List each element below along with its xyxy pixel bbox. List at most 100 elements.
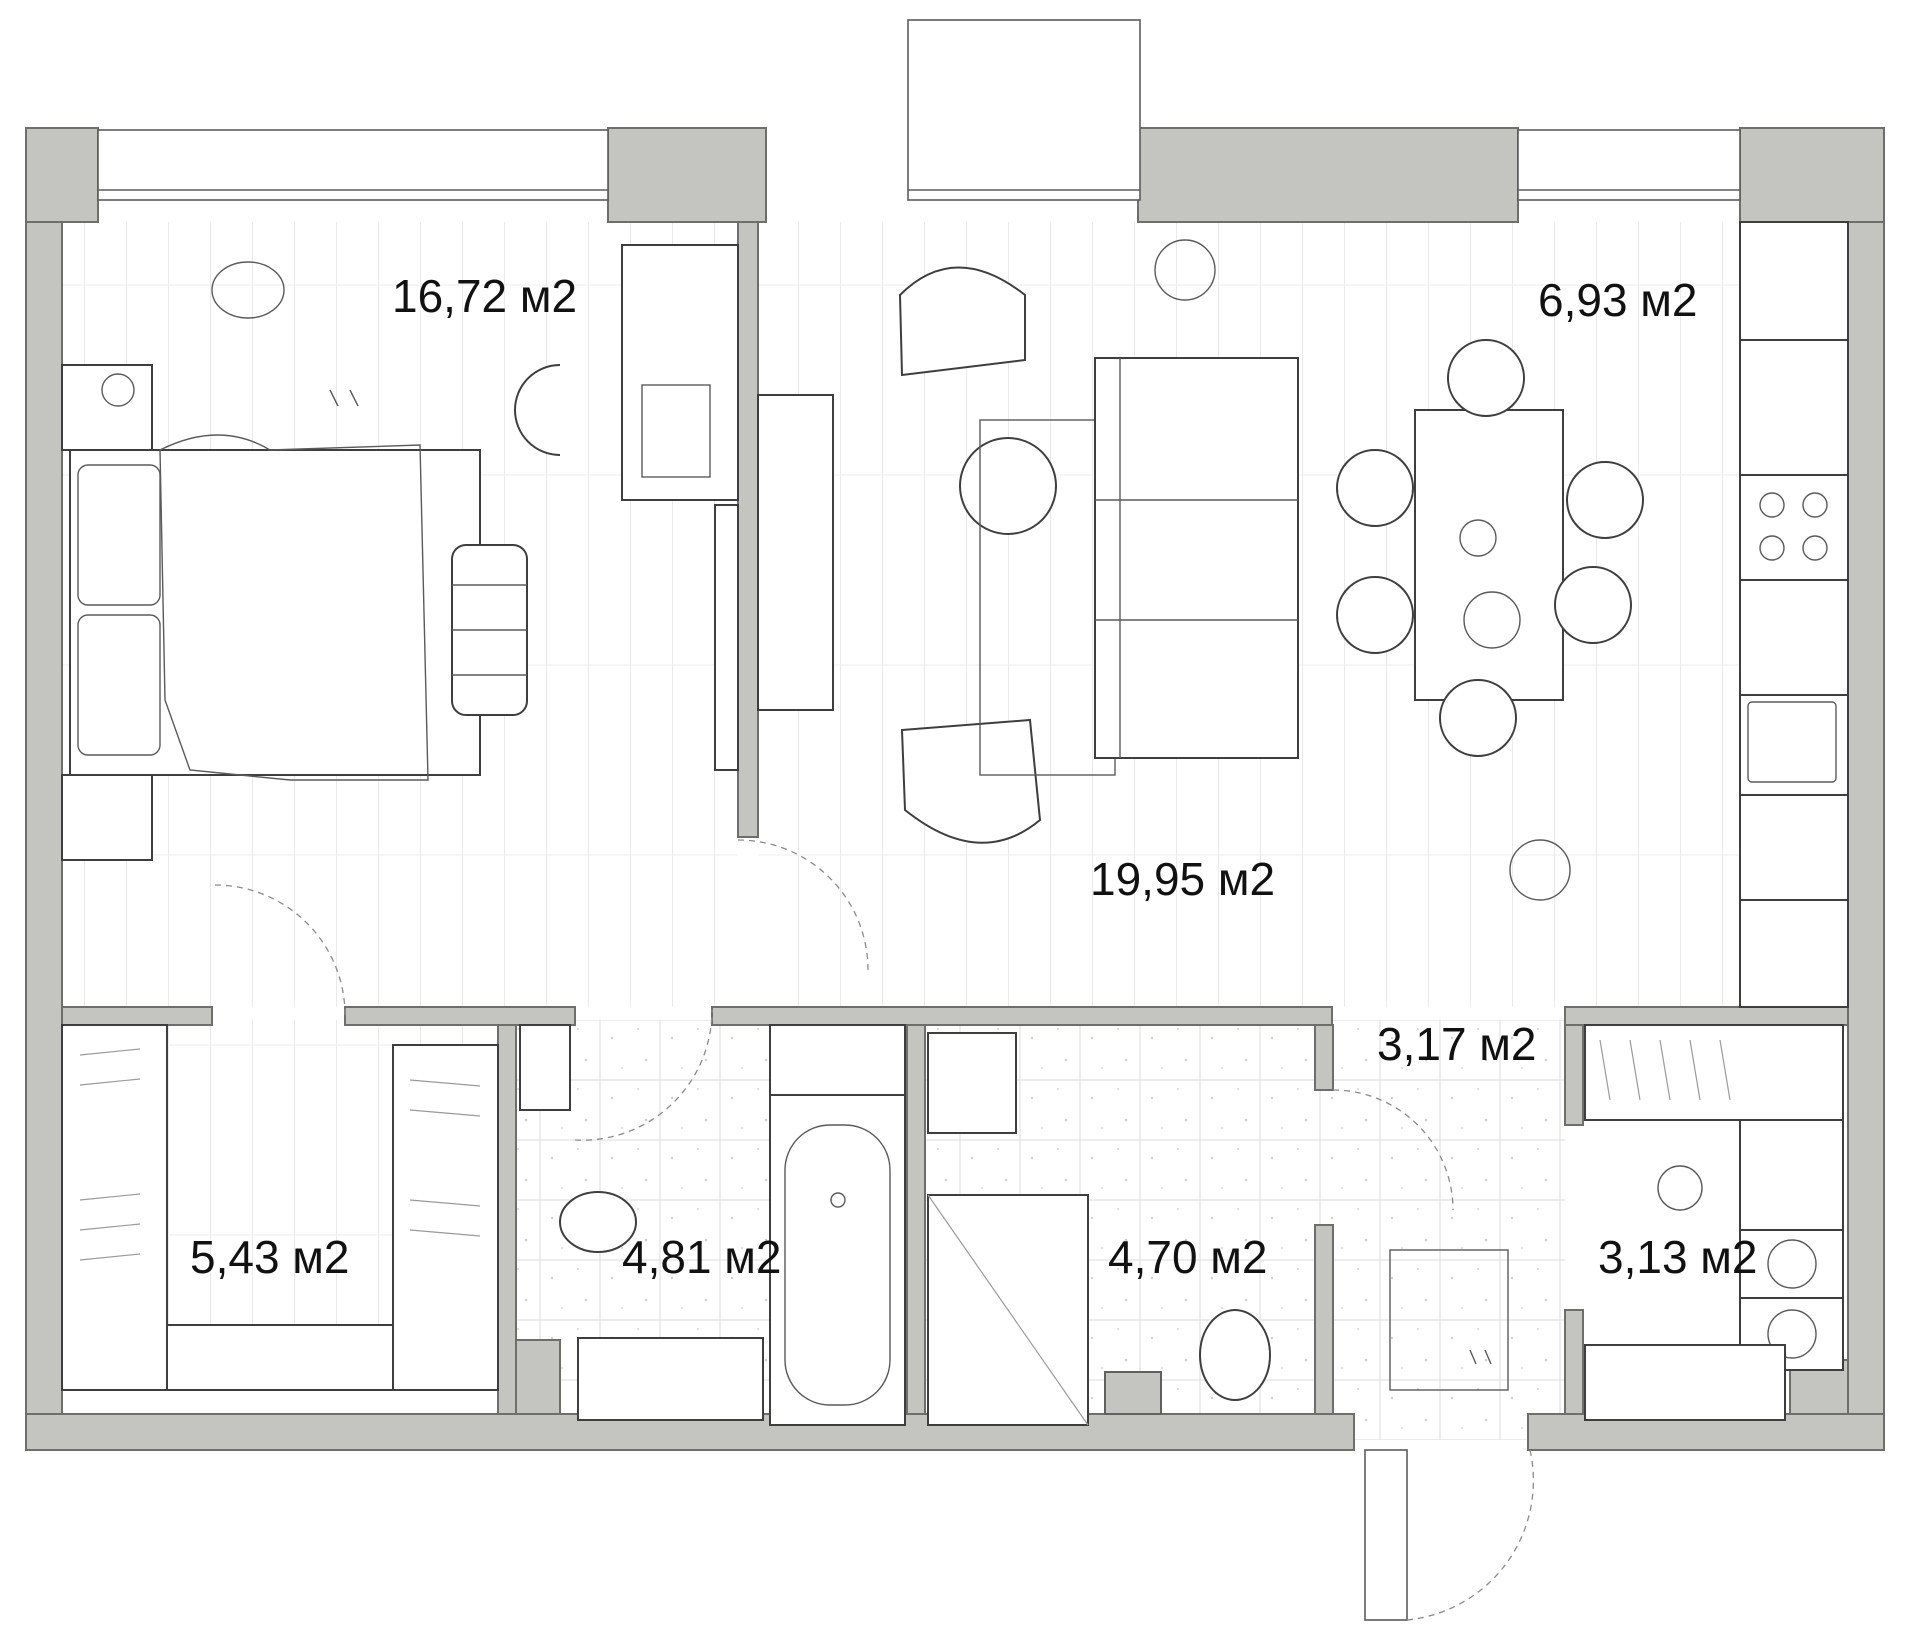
door-swing-bedroom xyxy=(737,839,869,971)
slippers-icon xyxy=(329,389,359,407)
wall-top-4 xyxy=(1739,127,1885,223)
dining-chair-1 xyxy=(1447,339,1525,417)
area-label-bathroom: 4,81 м2 xyxy=(622,1231,782,1283)
area-label-kitchen: 6,93 м2 xyxy=(1538,274,1698,326)
area-label-wardrobe-left: 5,43 м2 xyxy=(190,1231,350,1283)
kitchen-unit-1 xyxy=(1739,221,1849,341)
wall-mid-4 xyxy=(1564,1006,1849,1026)
wall-right xyxy=(1847,127,1885,1451)
entrance-door xyxy=(1364,1449,1408,1621)
window-kitchen xyxy=(1517,129,1741,201)
desk-chair xyxy=(514,364,561,456)
bathroom-furniture xyxy=(519,1024,906,1426)
wall-hall-bottom xyxy=(1314,1224,1334,1415)
area-label-wc: 4,70 м2 xyxy=(1108,1231,1268,1283)
dining-table xyxy=(1414,409,1564,701)
area-label-living: 19,95 м2 xyxy=(1090,853,1275,905)
cooktop xyxy=(1739,474,1849,581)
window-bedroom xyxy=(97,129,609,201)
bath-cabinet xyxy=(519,1024,571,1111)
wall-top-3 xyxy=(1137,127,1519,223)
wc-furniture xyxy=(927,1032,1271,1426)
wc-cabinet xyxy=(927,1032,1017,1134)
area-labels: 16,72 м2 6,93 м2 19,95 м2 3,17 м2 5,43 м… xyxy=(190,270,1758,1283)
cake-icon xyxy=(1463,591,1521,649)
door-swing-wc xyxy=(1332,1089,1454,1211)
area-label-hall: 3,17 м2 xyxy=(1377,1018,1537,1070)
door-swing-wardrobe xyxy=(214,884,346,1016)
bedroom-furniture xyxy=(61,244,739,861)
wardrobe-right-furniture xyxy=(1584,1024,1844,1421)
blanket xyxy=(159,434,429,781)
wall-left xyxy=(25,127,63,1451)
wall-mid-1 xyxy=(61,1006,213,1026)
wc-box xyxy=(1104,1371,1162,1415)
wall-wardrobe-bottom xyxy=(1564,1309,1584,1415)
kitchen-units xyxy=(1739,221,1849,1008)
hall-floor xyxy=(1315,1020,1565,1440)
closet-top xyxy=(1584,1024,1844,1121)
kitchen-sink xyxy=(1739,694,1849,796)
tv-stand xyxy=(714,504,739,771)
washer xyxy=(1739,1229,1844,1299)
wall-top-2 xyxy=(607,127,767,223)
door-swing-entrance xyxy=(1406,1449,1535,1621)
wardrobe-rail-right xyxy=(392,1044,499,1391)
desk xyxy=(621,244,739,501)
area-label-wardrobe-right: 3,13 м2 xyxy=(1598,1231,1758,1283)
shoe-cabinet xyxy=(1584,1344,1786,1421)
closet-side xyxy=(1739,1119,1844,1231)
plate-icon xyxy=(1459,519,1497,557)
dining-chair-4 xyxy=(1336,576,1414,654)
dishwasher xyxy=(1739,794,1849,901)
wardrobe-rail-left xyxy=(61,1024,168,1391)
door-swings xyxy=(214,839,1535,1621)
dining-chair-2 xyxy=(1336,449,1414,527)
nightstand-bottom xyxy=(61,774,153,861)
wc-toilet xyxy=(1199,1309,1271,1401)
dining-chair-3 xyxy=(1566,461,1644,539)
wall-hall-top xyxy=(1314,1024,1334,1091)
shaft-2 xyxy=(1104,1371,1162,1415)
wall-wardrobe-top xyxy=(1564,1024,1584,1126)
laptop-icon xyxy=(641,384,711,478)
doormat xyxy=(1389,1249,1509,1391)
washbasin xyxy=(577,1337,764,1421)
towel-shelf xyxy=(769,1024,906,1096)
balcony-door xyxy=(907,19,1141,201)
shoes-icon xyxy=(1469,1349,1492,1365)
pet-bed-icon xyxy=(1657,1165,1703,1211)
plant-icon xyxy=(101,373,135,407)
wall-mid-3 xyxy=(711,1006,1333,1026)
kitchen-unit-4 xyxy=(1739,899,1849,1008)
wall-top-1 xyxy=(25,127,99,223)
wall-mid-2 xyxy=(344,1006,576,1026)
armchair-top xyxy=(898,266,1026,377)
hall-furniture xyxy=(1389,1249,1509,1391)
area-label-bedroom: 16,72 м2 xyxy=(392,270,577,322)
floor-lamp-icon xyxy=(1154,239,1216,301)
kitchen-unit-2 xyxy=(1739,339,1849,476)
windows xyxy=(97,19,1741,1621)
dining-chair-6 xyxy=(1439,679,1517,757)
wardrobe-left-furniture xyxy=(61,1024,499,1391)
coffee-table xyxy=(959,437,1057,535)
dining-chair-5 xyxy=(1554,566,1632,644)
shaft-1 xyxy=(515,1339,561,1415)
laundry-basket xyxy=(211,261,285,319)
armchair-bottom xyxy=(900,718,1042,844)
sofa xyxy=(1094,357,1299,759)
wall-bedroom-living xyxy=(737,221,759,838)
pillow-1 xyxy=(77,464,161,606)
person-icon xyxy=(1509,839,1571,901)
wall-bath-wc xyxy=(906,1024,926,1415)
pillow-2 xyxy=(77,614,161,756)
media-cabinet xyxy=(757,394,834,711)
toilet xyxy=(559,1191,637,1253)
wall-bath-left xyxy=(497,1024,517,1415)
kitchen-unit-3 xyxy=(1739,579,1849,696)
wardrobe-rail-bottom xyxy=(166,1324,394,1391)
double-bed xyxy=(69,449,481,776)
living-furniture xyxy=(757,239,1644,901)
